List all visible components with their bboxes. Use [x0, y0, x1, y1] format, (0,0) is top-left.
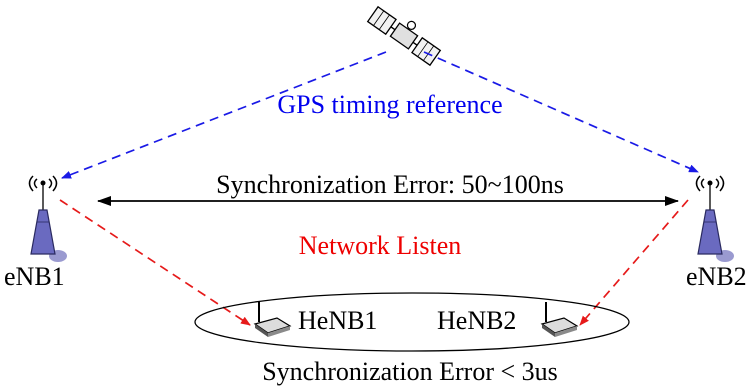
henb2-label: HeNB2	[437, 306, 516, 335]
macro-sync-error-label: Synchronization Error: 50~100ns	[216, 170, 564, 199]
henb2-router-icon	[540, 302, 579, 337]
gps-timing-label: GPS timing reference	[277, 90, 502, 119]
satellite-icon	[366, 5, 442, 67]
femtocell-group-ellipse	[194, 292, 630, 352]
gps-arrow-to-enb1	[61, 51, 387, 179]
gps-arrow-to-enb2	[423, 51, 699, 173]
enb2-label: eNB2	[686, 262, 747, 291]
enb2-tower-icon	[695, 175, 734, 262]
femto-sync-error-label: Synchronization Error < 3us	[262, 357, 558, 386]
listen-arrow-to-henb1	[59, 199, 251, 326]
henb1-label: HeNB1	[298, 306, 377, 335]
network-listen-label: Network Listen	[299, 231, 461, 260]
henb1-router-icon	[253, 302, 292, 337]
enb1-label: eNB1	[4, 262, 65, 291]
listen-arrow-to-henb2	[579, 199, 689, 326]
enb1-tower-icon	[28, 175, 67, 262]
